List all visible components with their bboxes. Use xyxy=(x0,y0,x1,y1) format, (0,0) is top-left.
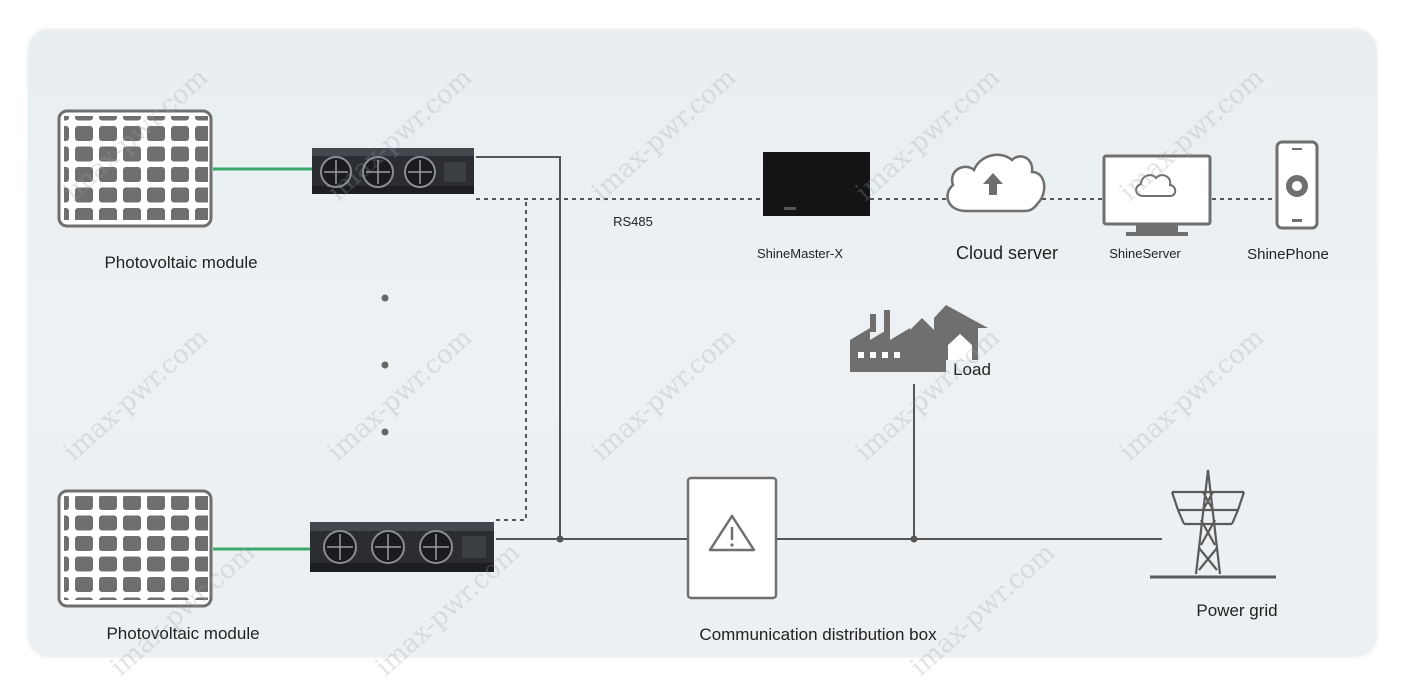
junction-dot xyxy=(556,535,564,543)
ellipsis-dots xyxy=(381,294,389,436)
pv-module-top-icon xyxy=(57,109,213,228)
load-factory-icon xyxy=(850,305,988,372)
cloud-upload-icon xyxy=(946,153,1046,213)
power-lines xyxy=(476,156,1162,540)
pv-module-top-label: Photovoltaic module xyxy=(104,253,258,272)
load-label: Load xyxy=(953,360,991,379)
cloud-server-label: Cloud server xyxy=(955,243,1059,263)
inverter-top-icon xyxy=(312,148,474,194)
shinephone-label: ShinePhone xyxy=(1247,246,1329,263)
pv-module-bottom-icon xyxy=(57,489,213,608)
pv-module-bottom-label: Photovoltaic module xyxy=(106,624,260,643)
inverter-bottom-icon xyxy=(310,522,494,572)
distribution-box-label: Communication distribution box xyxy=(699,625,937,644)
distribution-box-icon xyxy=(686,476,778,600)
smartphone-icon xyxy=(1275,140,1319,230)
shinemaster-label: ShineMaster-X xyxy=(757,246,843,261)
power-tower-icon xyxy=(1150,469,1276,579)
shineserver-label: ShineServer xyxy=(1109,246,1181,261)
rs485-lines xyxy=(476,198,1276,521)
power-grid-label: Power grid xyxy=(1196,601,1278,620)
monitor-icon xyxy=(1102,154,1212,236)
rs485-label: RS485 xyxy=(613,214,653,229)
junction-dot xyxy=(910,535,918,543)
shinemaster-device-icon xyxy=(763,152,870,216)
